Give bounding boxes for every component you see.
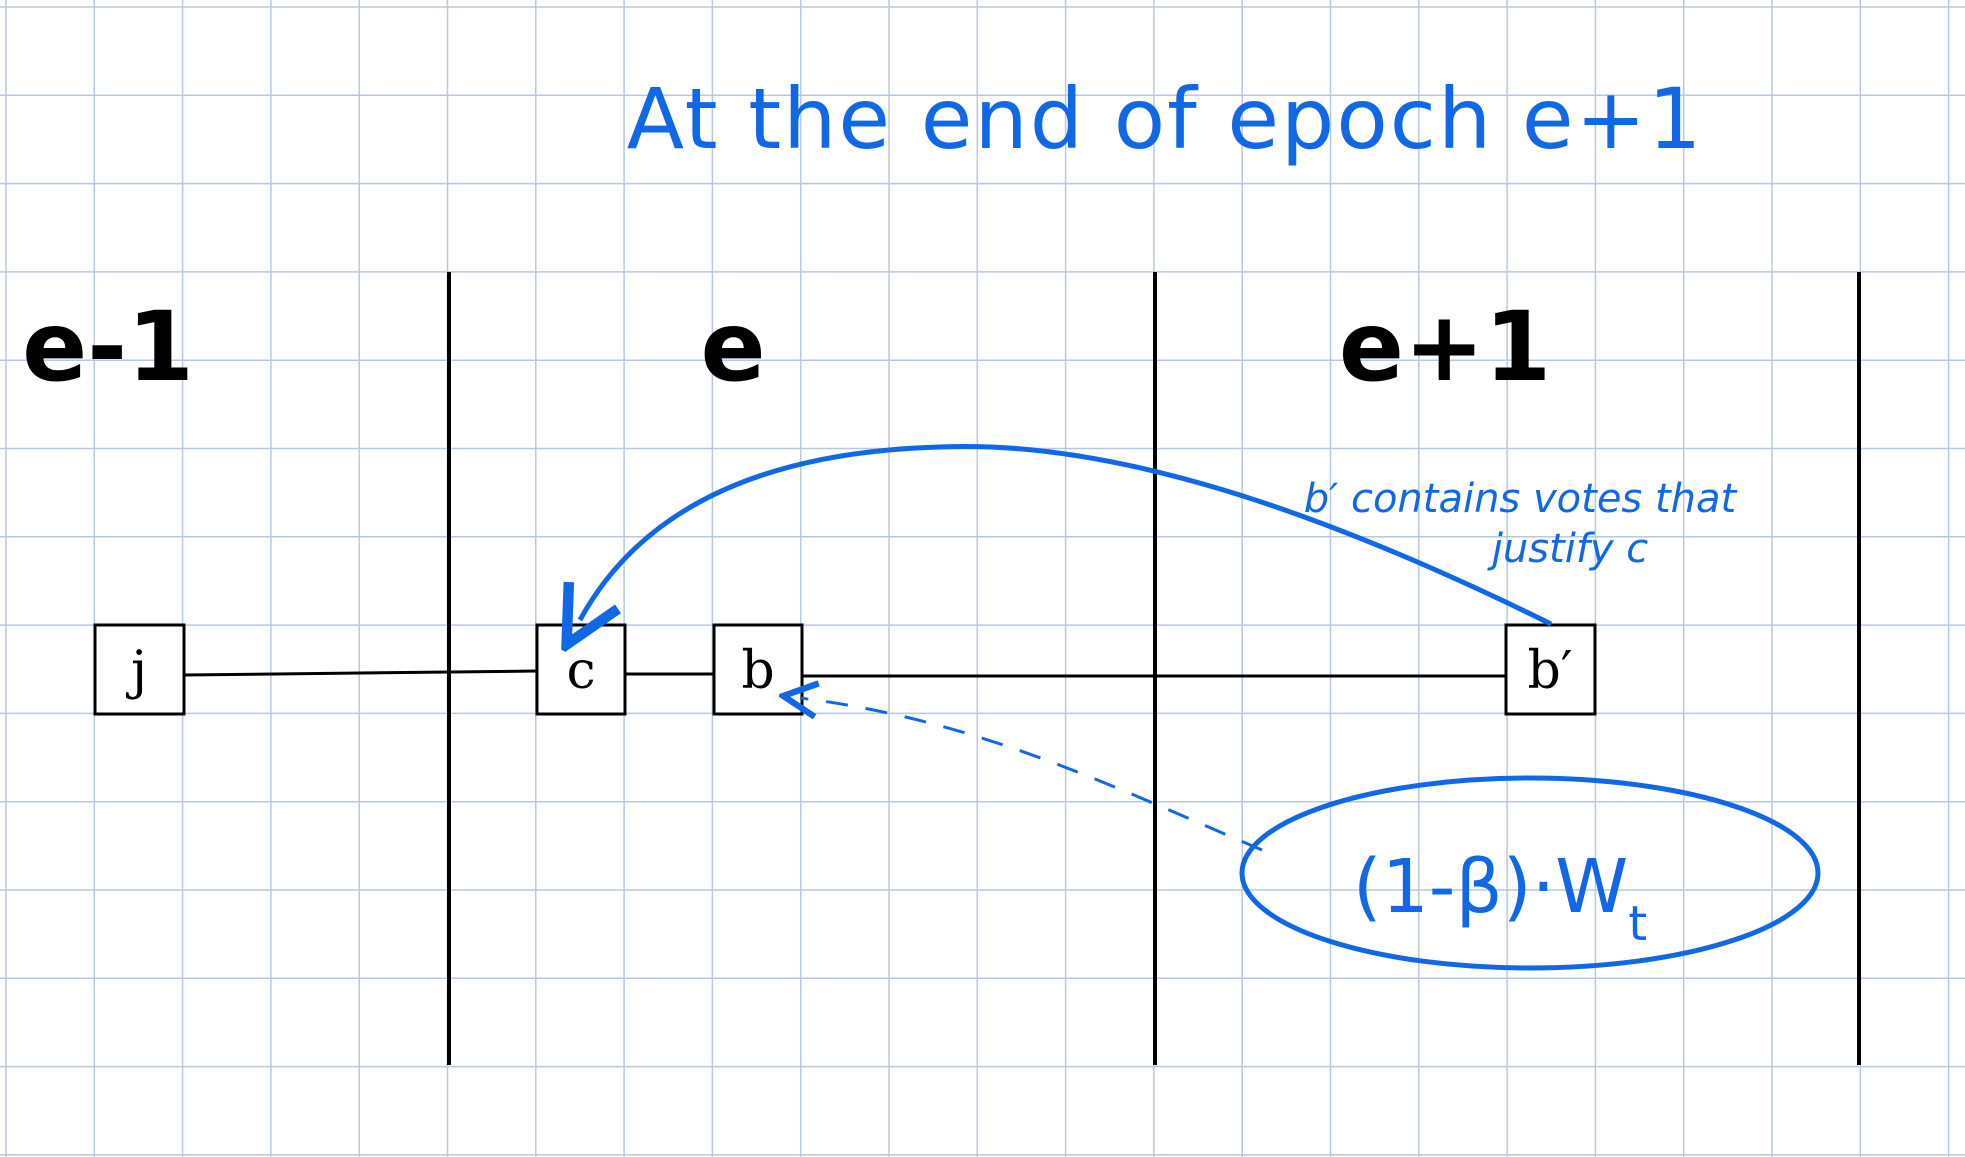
block-c: c: [535, 623, 627, 716]
block-j: j: [93, 623, 186, 716]
block-b: b: [712, 623, 804, 716]
diagram-title: At the end of epoch e+1: [627, 70, 1704, 168]
link-j-c: [183, 669, 538, 677]
chain-links: [183, 669, 1506, 678]
weight-arrow: [800, 698, 1263, 852]
annotation-line-1: b′ contains votes that: [1304, 476, 1738, 522]
block-j-label: j: [126, 641, 147, 701]
block-c-label: c: [566, 641, 595, 701]
annotation-line-2: justify c: [1487, 526, 1649, 572]
weight-subscript: t: [1628, 896, 1647, 952]
weight-ellipse: [1239, 775, 1821, 971]
epoch-label-prev: e-1: [22, 291, 194, 403]
block-b-prime: b′: [1504, 623, 1597, 716]
weight-label: (1-β)·Wt: [1353, 844, 1647, 952]
weight-main: (1-β)·W: [1353, 844, 1628, 930]
justification-arrow: [580, 443, 1553, 624]
epoch-label-next: e+1: [1339, 291, 1551, 403]
block-b-label: b: [741, 641, 774, 701]
epoch-label-current: e: [700, 291, 765, 403]
block-b-prime-label: b′: [1527, 641, 1572, 701]
epoch-boundaries: [447, 272, 1861, 1065]
